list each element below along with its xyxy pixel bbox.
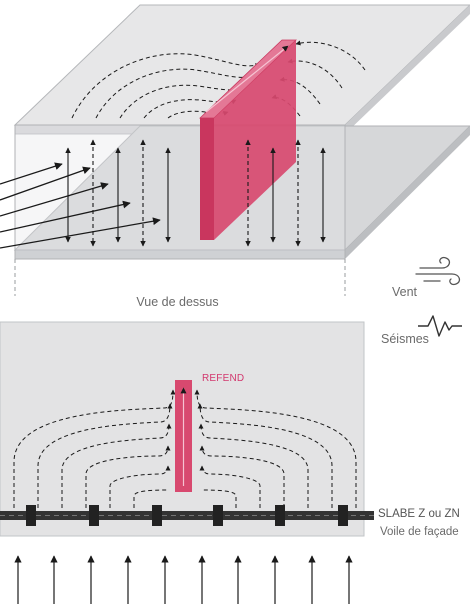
- refend-plan: [175, 380, 192, 492]
- slabe-connector: [0, 505, 374, 526]
- upper-slab-side: [345, 5, 470, 134]
- plan-view: [0, 321, 374, 604]
- wind-icon: [415, 256, 461, 286]
- vertical-load-arrows: [65, 139, 326, 247]
- top-3d-view: [0, 4, 470, 296]
- lower-slab-side: [345, 126, 470, 259]
- shear-wall-label: REFEND: [202, 373, 245, 384]
- facade-wall-label: Voile de façade: [380, 526, 459, 538]
- shear-wall-3d: [198, 39, 298, 240]
- upward-load-arrows: [14, 555, 353, 604]
- wind-arrows: [0, 162, 161, 249]
- earthquake-label: Séismes: [381, 332, 429, 346]
- seismograph-icon: [418, 315, 462, 337]
- top-view-caption: Vue de dessus: [136, 295, 219, 309]
- plan-flow-lines: [13, 389, 357, 508]
- wind-label: Vent: [392, 285, 418, 299]
- slabe-label: SLABE Z ou ZN: [378, 508, 460, 520]
